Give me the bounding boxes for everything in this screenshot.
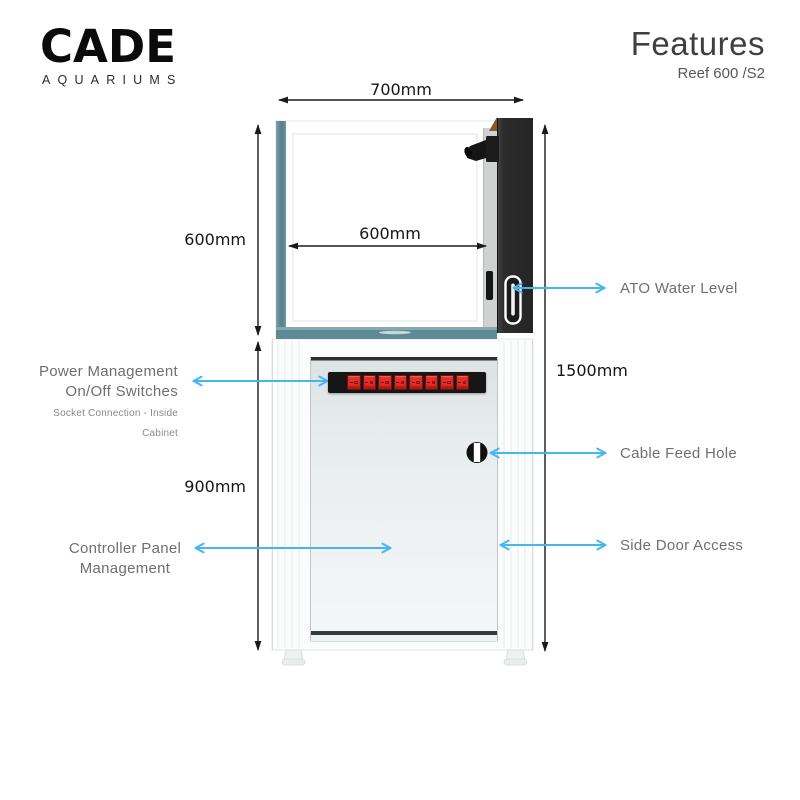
overflow-panel (464, 117, 533, 333)
callout-arrows (192, 282, 607, 554)
switch-dash-icon (411, 381, 415, 384)
callout-cable-label: Cable Feed Hole (620, 445, 738, 462)
switch-circle-icon (447, 380, 451, 385)
dimension-label-cabinet-height: 900mm (184, 477, 246, 496)
tank-inner-bevel (292, 133, 478, 322)
dimension-label-total-height: 1500mm (556, 361, 628, 380)
switch-dash-icon (458, 381, 462, 384)
switch-circle-icon (400, 380, 405, 385)
power-switch (424, 375, 438, 390)
callout-controller-line2: Management (79, 559, 171, 577)
callout-side-door-label: Side Door Access (620, 537, 744, 554)
overflow-latch (486, 271, 493, 300)
door-top-edge (310, 357, 498, 361)
power-switch (440, 375, 454, 390)
door-bottom-strip (310, 635, 498, 641)
switch-dash-icon (427, 381, 431, 384)
switch-circle-icon (416, 380, 420, 385)
plumbing-fitting-icon (464, 136, 499, 162)
switch-dash-icon (365, 381, 369, 384)
callout-power-line1: Power Management (38, 363, 178, 380)
cable-feed-hole (466, 442, 488, 463)
power-switch (347, 375, 361, 390)
tank (275, 117, 533, 340)
dimension-arrows (254, 96, 549, 652)
switch-circle-icon (354, 380, 358, 385)
cabinet-foot-right (503, 649, 528, 666)
cabinet-foot-left (281, 649, 306, 666)
power-switch-row (347, 375, 469, 390)
switch-circle-icon (462, 380, 467, 385)
switch-dash-icon (396, 381, 400, 384)
switch-dash-icon (380, 381, 384, 384)
dimension-label-tank-height: 600mm (184, 230, 246, 249)
switch-circle-icon (431, 380, 436, 385)
callout-power-label: Power Management On/Off Switches Socket … (18, 362, 178, 443)
dimension-label-top-width: 700mm (370, 80, 432, 99)
switch-dash-icon (349, 381, 353, 384)
brand-tagline: AQUARIUMS (42, 73, 183, 87)
page-title: Features (630, 25, 765, 62)
switch-circle-icon (369, 380, 374, 385)
dimension-label-inner-width: 600mm (359, 224, 421, 243)
callout-controller-line1: Controller Panel (68, 540, 182, 557)
power-switch (455, 375, 469, 390)
tank-glass-left (276, 121, 286, 339)
ato-water-level-window (504, 275, 522, 325)
power-switch (362, 375, 376, 390)
cabinet-ridges (277, 341, 526, 648)
callout-power-line2: On/Off Switches (65, 382, 178, 400)
cabinet-door-panel (310, 360, 498, 631)
overflow-corner-detail (489, 117, 497, 131)
page-title-block: Features Reef 600 /S2 (630, 25, 765, 83)
callout-power-note: Socket Connection - Inside Cabinet (53, 408, 178, 439)
power-switch (393, 375, 407, 390)
power-strip (328, 372, 486, 393)
page-subtitle: Reef 600 /S2 (677, 65, 765, 83)
switch-circle-icon (385, 380, 389, 385)
brand-logo: CADE AQUARIUMS (40, 24, 183, 87)
brand-name: CADE (40, 20, 176, 73)
switch-dash-icon (442, 381, 446, 384)
door-bottom-edge (310, 631, 498, 635)
power-switch (409, 375, 423, 390)
power-switch (378, 375, 392, 390)
callout-controller-label: Controller Panel Management (50, 539, 200, 578)
callout-ato-label: ATO Water Level (620, 280, 738, 297)
